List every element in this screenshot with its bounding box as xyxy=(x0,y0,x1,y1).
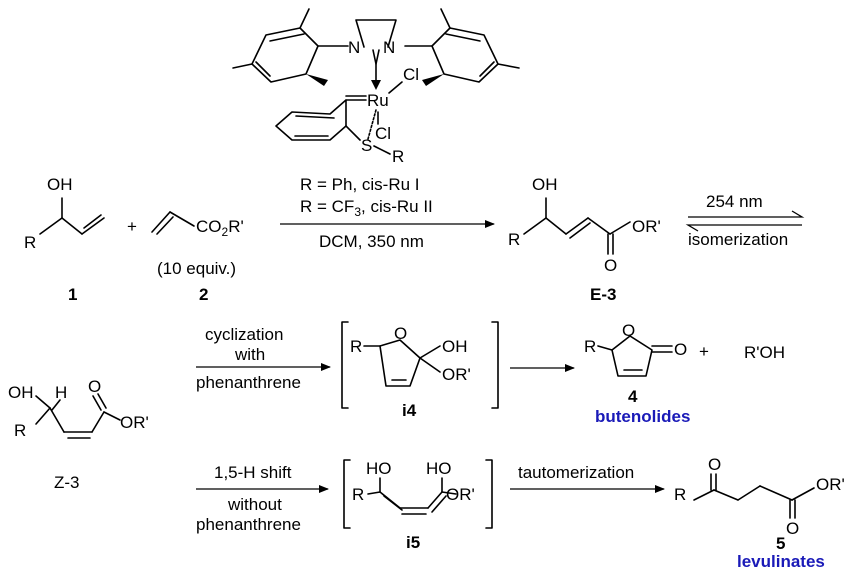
svg-text:OR': OR' xyxy=(446,485,475,504)
svg-text:Cl: Cl xyxy=(375,124,391,143)
svg-text:S: S xyxy=(361,136,372,155)
butenolide-structure: R O O xyxy=(584,321,687,377)
svg-text:CO2R': CO2R' xyxy=(196,217,244,239)
compound-1-label: 1 xyxy=(68,285,77,304)
svg-text:H: H xyxy=(55,383,67,402)
isomerization-top-label: 254 nm xyxy=(706,192,763,211)
plus-sign: + xyxy=(127,217,137,236)
svg-text:O: O xyxy=(622,321,635,340)
cyclization-label-1: cyclization xyxy=(205,325,283,344)
svg-text:R: R xyxy=(508,230,520,249)
svg-text:R: R xyxy=(352,485,364,504)
svg-text:OR': OR' xyxy=(632,217,661,236)
condition-line-2: R = CF3, cis-Ru II xyxy=(300,197,433,219)
condition-line-1: R = Ph, cis-Ru I xyxy=(300,175,420,194)
coproduct-alcohol: R'OH xyxy=(744,343,785,362)
svg-text:N: N xyxy=(348,38,360,57)
compound-5-label: 5 xyxy=(776,534,785,553)
compound-e3-label: E-3 xyxy=(590,285,616,304)
svg-text:R: R xyxy=(350,337,362,356)
intermediate-i5-structure: R HO HO OR' xyxy=(343,459,493,529)
svg-text:R: R xyxy=(584,337,596,356)
svg-text:R: R xyxy=(14,421,26,440)
svg-text:O: O xyxy=(708,455,721,474)
compound-2-structure: CO2R' xyxy=(151,211,244,239)
h-shift-label-3: phenanthrene xyxy=(196,515,301,534)
levulinates-label: levulinates xyxy=(737,552,825,571)
svg-text:O: O xyxy=(674,340,687,359)
tautomerization-label: tautomerization xyxy=(518,463,634,482)
intermediate-i4-label: i4 xyxy=(402,401,417,420)
compound-e3-structure: OH R OR' O xyxy=(508,175,661,275)
condition-line-3: DCM, 350 nm xyxy=(319,232,424,251)
svg-text:OH: OH xyxy=(442,337,468,356)
plus-sign-2: + xyxy=(699,342,709,361)
svg-text:HO: HO xyxy=(366,459,392,478)
butenolides-label: butenolides xyxy=(595,407,690,426)
svg-text:OR': OR' xyxy=(816,475,845,494)
compound-2-label: 2 xyxy=(199,285,208,304)
forward-equilibrium-arrow xyxy=(688,210,805,218)
h-shift-label: 1,5-H shift xyxy=(214,463,292,482)
compound-z3-structure: OH H R O OR' xyxy=(8,377,149,440)
svg-text:O: O xyxy=(604,256,617,275)
svg-text:O: O xyxy=(394,324,407,343)
levulinate-structure: O R OR' O xyxy=(674,455,845,538)
svg-text:OH: OH xyxy=(47,175,73,194)
svg-text:N: N xyxy=(383,38,395,57)
svg-text:O: O xyxy=(786,519,799,538)
svg-text:R: R xyxy=(674,485,686,504)
compound-2-equiv: (10 equiv.) xyxy=(157,259,236,278)
ruthenium-catalyst-structure: N N Ru Cl S R Cl xyxy=(232,8,520,166)
svg-text:Cl: Cl xyxy=(403,65,419,84)
reverse-equilibrium-arrow xyxy=(685,224,802,232)
svg-text:Ru: Ru xyxy=(367,91,389,110)
svg-text:O: O xyxy=(88,377,101,396)
cyclization-label-2: with xyxy=(234,345,265,364)
svg-text:OH: OH xyxy=(8,383,34,402)
compound-4-label: 4 xyxy=(628,387,638,406)
compound-1-structure: OH R xyxy=(24,175,105,252)
svg-text:OH: OH xyxy=(532,175,558,194)
isomerization-bottom-label: isomerization xyxy=(688,230,788,249)
svg-text:R: R xyxy=(392,147,404,166)
intermediate-i4-structure: R O OH OR' xyxy=(341,321,499,409)
svg-text:R: R xyxy=(24,233,36,252)
svg-text:OR': OR' xyxy=(442,365,471,384)
svg-text:HO: HO xyxy=(426,459,452,478)
compound-z3-label: Z-3 xyxy=(54,473,80,492)
cyclization-label-3: phenanthrene xyxy=(196,373,301,392)
h-shift-label-2: without xyxy=(227,495,282,514)
svg-text:OR': OR' xyxy=(120,413,149,432)
intermediate-i5-label: i5 xyxy=(406,533,420,552)
